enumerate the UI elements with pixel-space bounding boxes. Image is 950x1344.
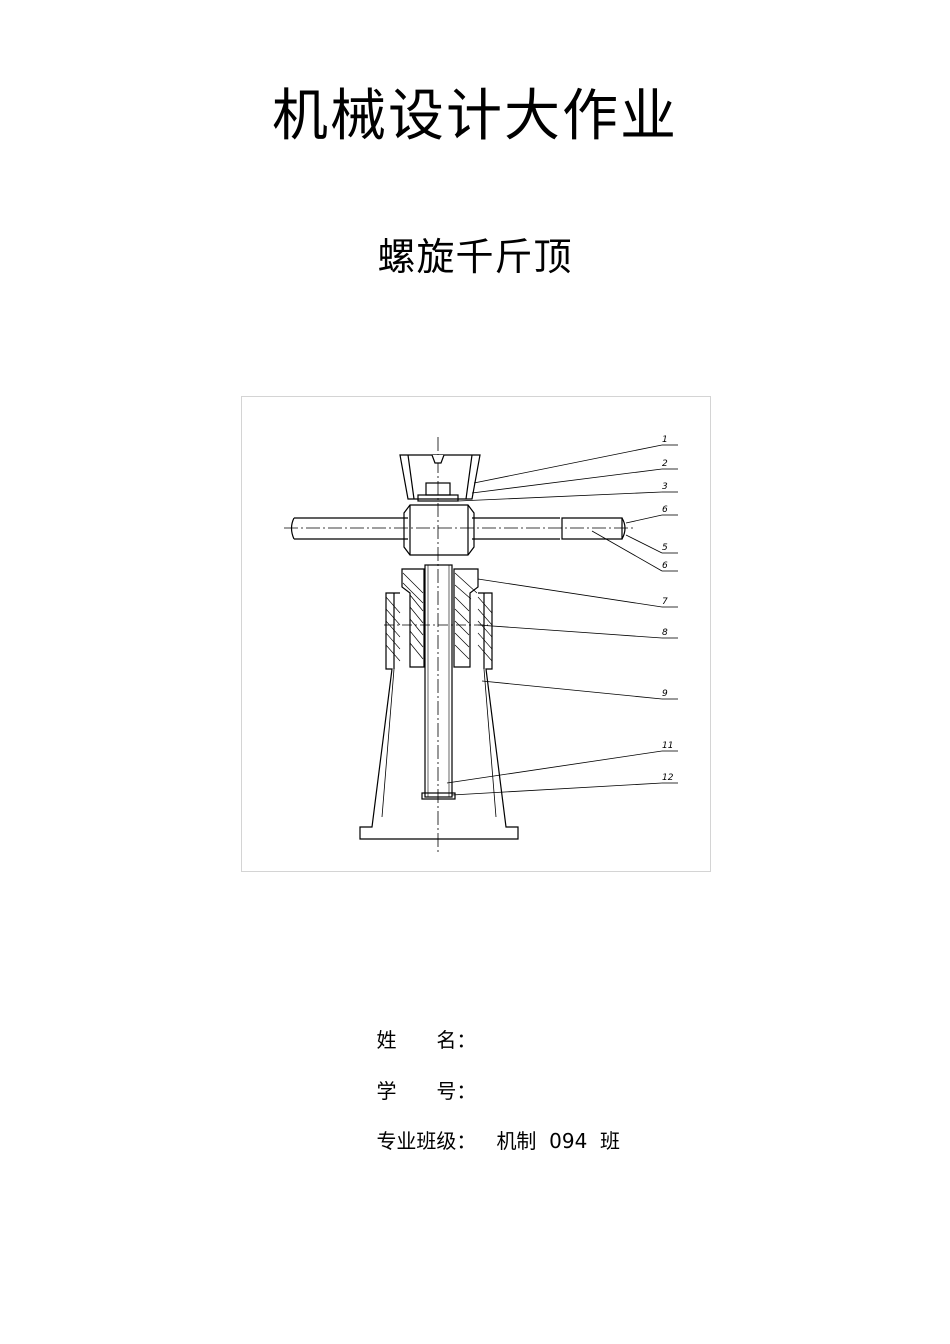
- handle-right: [472, 517, 560, 540]
- callout-label: 1: [662, 435, 668, 445]
- callout-label: 2: [662, 459, 668, 469]
- callout-label: 6: [662, 505, 668, 515]
- major-class-label: 专业班级：: [376, 1129, 477, 1153]
- screw-jack-drawing: 1 2 3 6 5 6 7 8 9 11 12: [284, 435, 678, 852]
- callout-label: 6: [662, 561, 668, 571]
- cap-part: [399, 454, 481, 500]
- body-part: [359, 592, 519, 840]
- name-label: 姓 名：: [376, 1028, 477, 1052]
- callout-label: 11: [662, 741, 673, 751]
- handle-left: [290, 517, 408, 540]
- document-subtitle: 螺旋千斤顶: [377, 235, 573, 279]
- student-id-row: 学 号：: [351, 1049, 496, 1133]
- callout-label: 8: [662, 628, 668, 638]
- major-class-row: 专业班级： 机制 094 班: [351, 1099, 620, 1183]
- nut-part: [401, 568, 425, 668]
- name-row: 姓 名：: [351, 998, 496, 1082]
- collar-part: [403, 504, 475, 556]
- major-class-value: 机制 094 班: [496, 1129, 621, 1153]
- screw-shaft: [424, 564, 453, 798]
- callout-label: 7: [662, 597, 668, 607]
- document-title: 机械设计大作业: [272, 84, 678, 149]
- student-id-label: 学 号：: [376, 1079, 477, 1103]
- callout-label: 9: [662, 689, 668, 699]
- screw-jack-drawing-frame: 1 2 3 6 5 6 7 8 9 11 12: [241, 396, 711, 872]
- callout-label: 5: [662, 543, 668, 553]
- callout-label: 12: [662, 773, 674, 783]
- callout-label: 3: [662, 482, 668, 492]
